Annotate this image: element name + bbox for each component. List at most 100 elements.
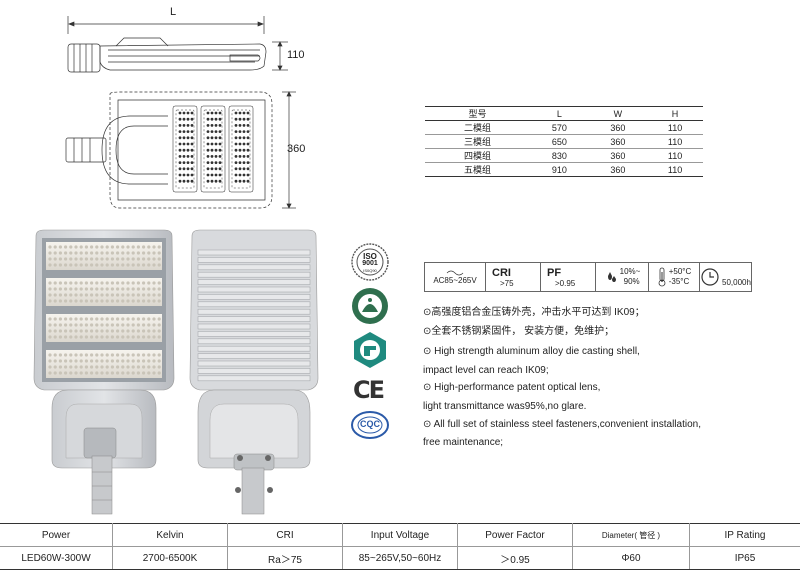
led-chip-dot xyxy=(210,130,214,133)
led-lens xyxy=(116,251,120,255)
led-chip-dot xyxy=(234,167,238,171)
led-chip-dot xyxy=(242,117,246,121)
led-chip-dot xyxy=(186,111,190,115)
temperature-min: -35°C xyxy=(668,277,690,286)
led-lens xyxy=(74,353,78,357)
led-chip-dot xyxy=(218,136,222,140)
led-lens xyxy=(136,263,140,267)
led-lens xyxy=(69,359,73,363)
header-width: W xyxy=(588,106,648,121)
led-lens xyxy=(147,359,151,363)
led-lens xyxy=(157,257,161,261)
led-lens xyxy=(84,335,88,339)
led-lens xyxy=(142,281,146,285)
led-lens xyxy=(79,257,83,261)
led-lens xyxy=(58,245,62,249)
led-lens xyxy=(136,251,140,255)
led-lens xyxy=(58,263,62,267)
led-lens xyxy=(58,251,62,255)
led-lens xyxy=(110,263,114,267)
led-lens xyxy=(79,329,83,333)
led-lens xyxy=(79,359,83,363)
table-cell: 910 xyxy=(530,162,589,177)
led-lens xyxy=(58,359,62,363)
led-chip-dot xyxy=(190,148,194,152)
width-dimension-label: 360 xyxy=(287,143,306,155)
led-lens xyxy=(152,299,156,303)
led-chip-dot xyxy=(186,136,190,140)
led-chip-dot xyxy=(210,161,214,164)
led-lens xyxy=(110,299,114,303)
led-chip-dot xyxy=(186,179,190,183)
led-chip-dot xyxy=(234,124,238,127)
led-lens xyxy=(147,287,151,291)
led-chip-dot xyxy=(246,130,250,133)
led-chip-dot xyxy=(218,142,222,146)
led-lens xyxy=(90,359,94,363)
value-cri: Ra＞75 xyxy=(227,546,343,570)
table-cell: 360 xyxy=(588,162,648,177)
led-lens xyxy=(147,245,151,249)
iso-9001-badge: ISO 9001 IS0Q90 xyxy=(350,242,390,282)
led-lens xyxy=(126,293,130,297)
heat-sink-fin xyxy=(197,375,311,382)
led-lens xyxy=(131,317,135,321)
led-chip-dot xyxy=(190,155,194,158)
led-lens xyxy=(100,317,104,321)
led-lens xyxy=(142,359,146,363)
led-chip-dot xyxy=(206,179,210,183)
led-lens xyxy=(116,329,120,333)
ac-wave-icon xyxy=(446,270,464,275)
led-chip-dot xyxy=(238,117,242,121)
led-chip-dot xyxy=(214,167,218,171)
led-lens xyxy=(116,257,120,261)
led-lens xyxy=(110,281,114,285)
led-chip-dot xyxy=(210,142,214,146)
led-lens xyxy=(116,371,120,375)
table-cell: 110 xyxy=(647,120,703,135)
humidity-max: 90% xyxy=(623,277,640,286)
led-lens xyxy=(58,293,62,297)
led-lens xyxy=(100,251,104,255)
led-lens xyxy=(69,287,73,291)
led-chip-dot xyxy=(210,136,214,140)
led-lens xyxy=(79,281,83,285)
heat-sink-fin xyxy=(197,323,311,330)
led-chip-dot xyxy=(182,155,186,158)
humidity-values: 10%~ 90% xyxy=(620,267,641,287)
feature-cn-2: ⊙全套不锈钢紧固件， 安装方便，免维护； xyxy=(423,326,615,337)
led-lens xyxy=(95,329,99,333)
led-chip-dot xyxy=(214,111,218,115)
led-lens xyxy=(58,287,62,291)
cqc-text: CQC xyxy=(360,419,380,429)
led-lens xyxy=(121,317,125,321)
led-lens xyxy=(90,329,94,333)
led-chip-dot xyxy=(190,117,194,121)
led-lens xyxy=(100,323,104,327)
led-chip-dot xyxy=(218,148,222,152)
led-chip-dot xyxy=(218,111,222,115)
led-lens xyxy=(95,263,99,267)
led-lens xyxy=(157,263,161,267)
led-chip-dot xyxy=(246,111,250,115)
led-lens xyxy=(95,293,99,297)
table-cell: 360 xyxy=(588,148,648,163)
led-lens xyxy=(100,329,104,333)
height-dimension-label: 110 xyxy=(287,49,305,61)
led-lens xyxy=(131,359,135,363)
led-chip-dot xyxy=(206,117,210,121)
led-lens xyxy=(152,281,156,285)
led-chip-dot xyxy=(218,167,222,171)
led-chip-dot xyxy=(242,173,246,177)
led-lens xyxy=(105,263,109,267)
led-chip-dot xyxy=(190,130,194,133)
led-lens xyxy=(105,317,109,321)
led-lens xyxy=(157,251,161,255)
feature-en-1b: impact level can reach IK09; xyxy=(423,365,549,376)
led-lens xyxy=(126,365,130,369)
led-lens xyxy=(48,299,52,303)
led-lens xyxy=(48,251,52,255)
led-lens xyxy=(69,293,73,297)
led-chip-dot xyxy=(210,117,214,121)
led-lens xyxy=(110,335,114,339)
